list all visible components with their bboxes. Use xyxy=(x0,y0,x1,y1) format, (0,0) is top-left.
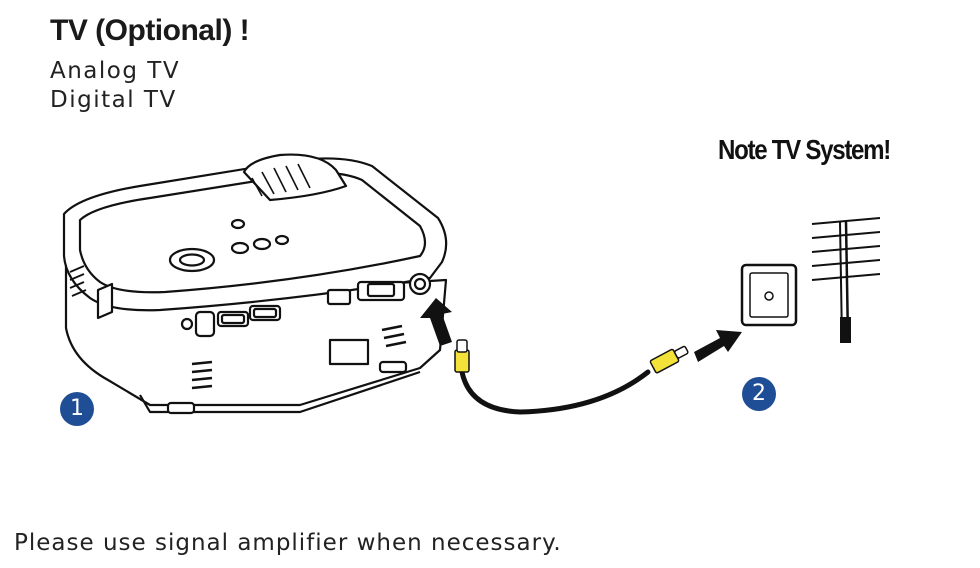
step-1-badge: 1 xyxy=(60,392,94,426)
digital-tv-label: Digital TV xyxy=(50,87,177,113)
step-2-badge: 2 xyxy=(742,377,776,411)
amplifier-note: Please use signal amplifier when necessa… xyxy=(14,530,562,556)
wall-socket-icon xyxy=(740,263,798,327)
page-title: TV (Optional) ! xyxy=(50,14,250,47)
arrow-icon xyxy=(420,298,452,346)
antenna-icon xyxy=(811,217,881,343)
cable-icon xyxy=(454,339,689,415)
note-tv-system: Note TV System! xyxy=(718,134,891,165)
analog-tv-label: Analog TV xyxy=(50,58,181,84)
projector-icon xyxy=(62,153,448,415)
arrow-icon xyxy=(694,330,742,362)
